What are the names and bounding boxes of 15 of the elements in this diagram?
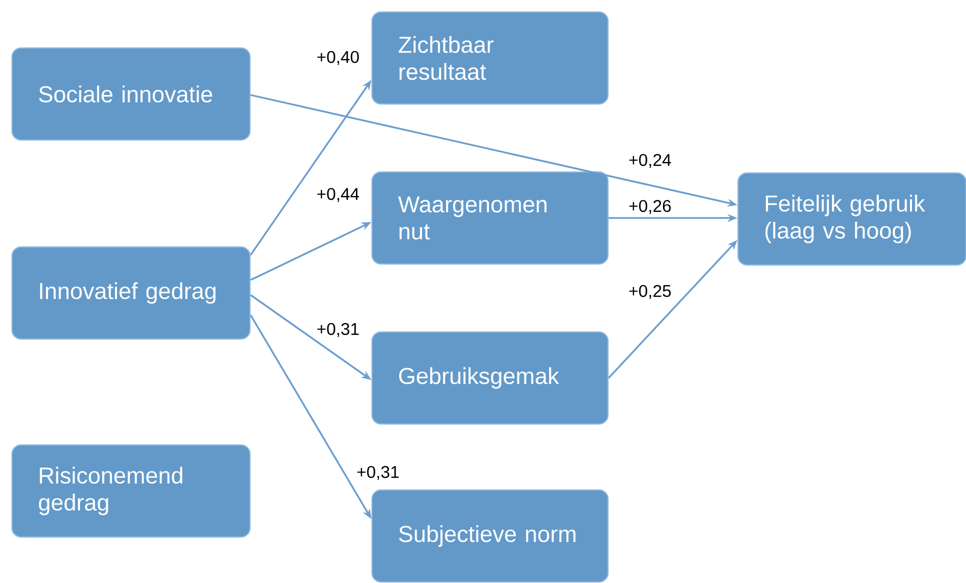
process-box: Risiconemend gedrag	[11, 444, 251, 538]
edge-label: +0,26	[628, 198, 672, 216]
process-box: Zichtbaar resultaat	[371, 11, 609, 105]
edge-label: +0,31	[356, 464, 401, 482]
process-box: Innovatief gedrag	[11, 246, 251, 340]
process-box: Waargenomen nut	[371, 171, 609, 265]
edge-label: +0,44	[316, 186, 361, 204]
edge-label: +0,25	[628, 284, 672, 300]
process-box: Feitelijk gebruik (laag vs hoog)	[737, 172, 966, 266]
process-box: Sociale innovatie	[11, 47, 251, 141]
process-box: Gebruiksgemak	[371, 331, 609, 425]
edge-label: +0,24	[628, 152, 672, 170]
edge-label: +0,40	[316, 50, 361, 66]
process-box: Subjectieve norm	[371, 489, 609, 583]
edge-label: +0,31	[316, 322, 361, 338]
